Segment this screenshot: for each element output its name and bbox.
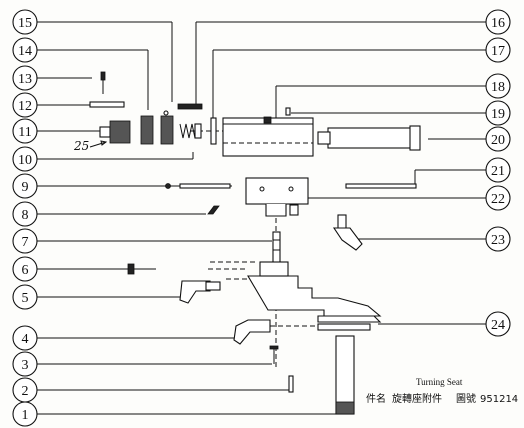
callout-3: 3 [12,351,38,377]
part-13-pin [100,71,106,94]
callout-7: 7 [12,228,38,254]
svg-text:14: 14 [18,44,32,59]
svg-text:12: 12 [18,99,32,114]
part-12-rod [89,101,125,108]
callout-18: 18 [485,73,511,99]
part-9-rod [165,183,232,189]
svg-text:21: 21 [491,164,505,179]
callout-14: 14 [12,37,38,63]
svg-text:13: 13 [18,72,32,87]
callout-20: 20 [485,126,511,152]
callout-4: 4 [12,325,38,351]
svg-text:9: 9 [22,180,29,195]
callout-6: 6 [12,256,38,282]
part-1-shaft [335,335,355,415]
handwritten-note: 25 [73,139,108,153]
part-15-spacer [160,110,174,145]
part-7-stem [272,231,281,267]
svg-text:18: 18 [491,80,505,95]
svg-text:7: 7 [22,235,29,250]
callout-15: 15 [12,9,38,35]
callout-24: 24 [485,311,511,337]
svg-text:2: 2 [22,384,29,399]
callout-9: 9 [12,173,38,199]
svg-text:23: 23 [491,233,505,248]
svg-text:16: 16 [491,16,505,31]
part-19-pin [285,107,291,116]
part-3-screw [269,345,279,364]
part-4-lever [233,319,271,345]
svg-text:25: 25 [73,139,89,153]
callout-10: 10 [12,146,38,172]
svg-text:11: 11 [18,125,31,140]
svg-text:1: 1 [22,408,29,423]
part-5-lever [179,280,221,304]
svg-text:6: 6 [22,263,29,278]
part-8-wedge [207,205,220,215]
drawing-number: 951214 [480,394,518,405]
part-6-bolt [127,263,156,275]
svg-text:24: 24 [491,318,505,333]
svg-text:5: 5 [22,291,29,306]
callout-22: 22 [485,185,511,211]
callout-11: 11 [12,118,38,144]
leader-lines [37,21,486,415]
callout-19: 19 [485,100,511,126]
callout-13: 13 [12,65,38,91]
title-block: Turning Seat 件名 旋轉座附件 圖號 951214 [366,377,518,405]
part-11-knob [99,120,131,144]
callout-1: 1 [12,401,38,427]
callouts-right: 16 17 18 19 20 21 22 23 24 [485,9,511,337]
svg-text:22: 22 [491,192,505,207]
part-16-screw [177,103,203,110]
part-17-washer [210,117,217,145]
part-10-spring [179,123,202,139]
drawing-number-label: 圖號 [456,392,476,405]
svg-text:8: 8 [22,208,29,223]
title-english: Turning Seat [416,377,463,387]
title-chinese: 旋轉座附件 [392,392,442,405]
callout-23: 23 [485,226,511,252]
svg-text:19: 19 [491,107,505,122]
part-21-rod [345,183,417,189]
svg-text:17: 17 [491,44,505,59]
part-18-cylinder [222,116,314,157]
title-label: 件名 [366,392,386,405]
svg-text:15: 15 [18,16,32,31]
callout-8: 8 [12,201,38,227]
callout-16: 16 [485,9,511,35]
callout-12: 12 [12,92,38,118]
part-23-lever [332,214,363,251]
part-20-tube [317,125,421,151]
callouts-left: 15 14 13 12 11 10 9 8 7 6 5 4 3 2 1 [12,9,38,427]
part-2-pin [288,375,294,393]
svg-text:10: 10 [18,153,32,168]
callout-5: 5 [12,284,38,310]
callout-21: 21 [485,157,511,183]
svg-text:20: 20 [491,133,505,148]
callout-17: 17 [485,37,511,63]
callout-2: 2 [12,377,38,403]
part-22-block [245,177,309,217]
part-24-flange [317,323,371,331]
svg-text:3: 3 [22,358,29,373]
centerlines [190,130,322,370]
part-14-spacer [140,115,154,145]
turning-seat-body [247,261,382,323]
svg-text:4: 4 [22,332,29,347]
